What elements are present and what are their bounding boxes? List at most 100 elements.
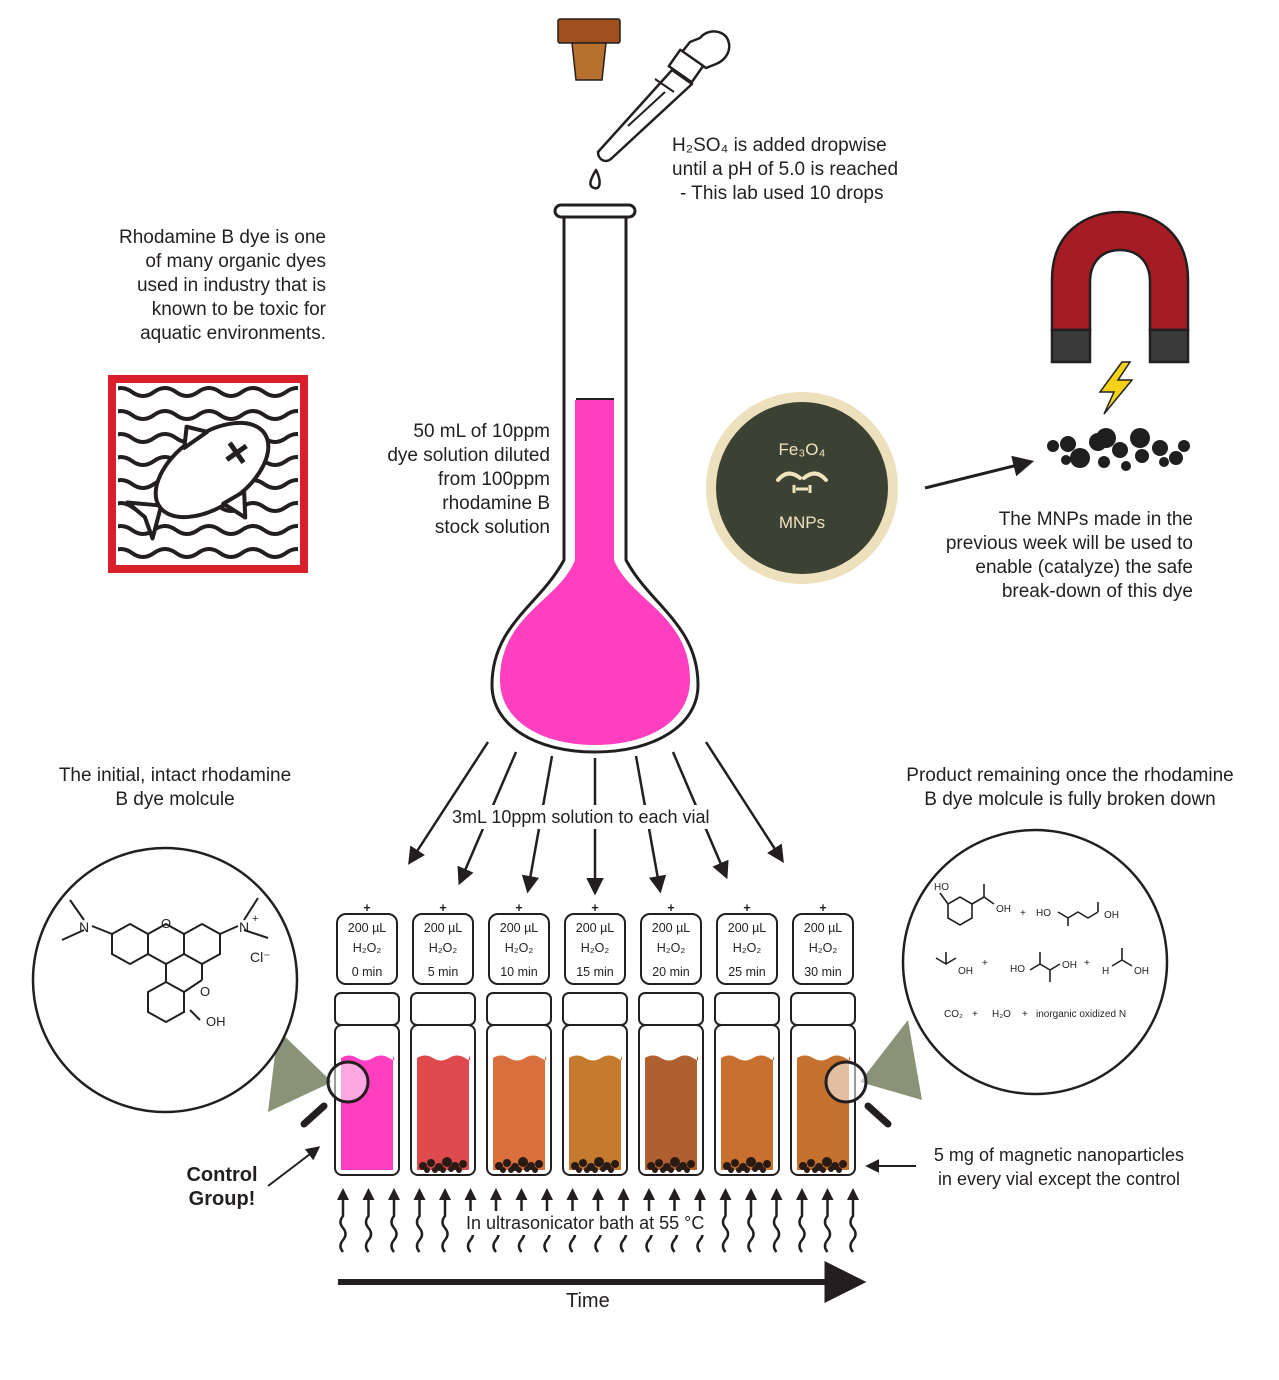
reagent-tag bbox=[792, 913, 854, 985]
vial-plus: + bbox=[667, 901, 674, 915]
reagent-tag bbox=[488, 913, 550, 985]
reagent-time: 15 min bbox=[576, 965, 614, 979]
reagent-name: H₂O₂ bbox=[429, 941, 458, 955]
reagent-time: 30 min bbox=[804, 965, 842, 979]
p4-oh: OH bbox=[1062, 960, 1077, 971]
p1-ho: HO bbox=[934, 882, 949, 893]
products-bubble: HO OH + HO OH OH + HO OH + H OH CO₂ + H₂… bbox=[860, 828, 1169, 1100]
reagent-volume: 200 µL bbox=[576, 921, 615, 935]
mnp-note-line: The MNPs made in the bbox=[998, 509, 1193, 530]
lightning-icon bbox=[1098, 361, 1134, 415]
reagent-tag bbox=[412, 913, 474, 985]
vial-nanoparticles bbox=[799, 1157, 847, 1173]
vial-plus: + bbox=[743, 901, 750, 915]
heat-arrow bbox=[337, 1188, 349, 1253]
nanoparticle-note-line: in every vial except the control bbox=[937, 1169, 1181, 1189]
p1-oh: OH bbox=[996, 904, 1011, 915]
heat-arrow bbox=[770, 1188, 783, 1253]
control-label-line: Control bbox=[186, 1164, 258, 1186]
dye-note-line: aquatic environments. bbox=[140, 323, 326, 344]
magnifier-icon bbox=[300, 1060, 370, 1128]
vial-cap bbox=[486, 992, 552, 1026]
vial-nanoparticles bbox=[723, 1157, 771, 1173]
flask-note-line: rhodamine B bbox=[442, 493, 550, 514]
products-structures bbox=[935, 884, 1133, 982]
time-label: Time bbox=[566, 1290, 610, 1312]
nanoparticle-note-line: 5 mg of magnetic nanoparticles bbox=[933, 1145, 1185, 1165]
p3-oh: OH bbox=[958, 966, 973, 977]
heat-arrows bbox=[337, 1188, 859, 1253]
mnp-label: MNPs bbox=[779, 513, 825, 532]
mnp-badge: Fe₃O₄ MNPs bbox=[706, 392, 898, 584]
product-note-line: Product remaining once the rhodamine bbox=[906, 765, 1234, 786]
plus-4: + bbox=[972, 1009, 978, 1020]
plus-3: + bbox=[1084, 958, 1090, 969]
vial-plus: + bbox=[363, 901, 370, 915]
reagent-volume: 200 µL bbox=[804, 921, 843, 935]
plus-1: + bbox=[1020, 908, 1026, 919]
nanoparticle-note: 5 mg of magnetic nanoparticles in every … bbox=[904, 1143, 1214, 1191]
o-ring-label: O bbox=[161, 916, 171, 931]
heat-arrow bbox=[719, 1188, 732, 1253]
vial-liquid bbox=[493, 1055, 547, 1170]
reagent-name: H₂O₂ bbox=[505, 941, 534, 955]
initial-note-line: B dye molcule bbox=[115, 789, 235, 810]
mnp-note: The MNPs made in the previous week will … bbox=[880, 508, 1193, 604]
heat-arrow bbox=[388, 1188, 400, 1253]
magnet-icon bbox=[1050, 210, 1190, 364]
heat-arrow bbox=[847, 1188, 859, 1253]
p5-oh: OH bbox=[1134, 966, 1149, 977]
reagent-name: H₂O₂ bbox=[657, 941, 686, 955]
vial: +200 µL H₂O₂ 15 min bbox=[562, 901, 628, 1176]
vial-cap bbox=[714, 992, 780, 1026]
acid-note-line: - This lab used 10 drops bbox=[680, 183, 884, 204]
vial-cap bbox=[638, 992, 704, 1026]
acid-o-label: O bbox=[200, 984, 210, 999]
plus-5: + bbox=[1022, 1009, 1028, 1020]
volumetric-flask bbox=[490, 203, 700, 754]
reagent-tag bbox=[336, 913, 398, 985]
acid-oh-label: OH bbox=[206, 1014, 226, 1029]
reagent-name: H₂O₂ bbox=[581, 941, 610, 955]
rhodamine-structure bbox=[61, 897, 269, 1024]
dye-note-line: used in industry that is bbox=[136, 275, 326, 296]
inorganic-label: inorganic oxidized N bbox=[1036, 1009, 1126, 1020]
dropper-icon bbox=[589, 30, 731, 190]
control-arrow bbox=[267, 1146, 321, 1187]
reagent-time: 25 min bbox=[728, 965, 766, 979]
reagent-volume: 200 µL bbox=[348, 921, 387, 935]
h2o-label: H₂O bbox=[992, 1009, 1011, 1020]
vial-cap bbox=[410, 992, 476, 1026]
plus-2: + bbox=[982, 958, 988, 969]
product-note: Product remaining once the rhodamine B d… bbox=[862, 764, 1278, 812]
n-right-label: N bbox=[239, 919, 249, 935]
dye-note-line: of many organic dyes bbox=[145, 251, 326, 272]
vial-liquid bbox=[645, 1055, 699, 1170]
flask-note-line: from 100ppm bbox=[438, 469, 550, 490]
heat-arrow bbox=[362, 1188, 375, 1253]
acid-note-line: until a pH of 5.0 is reached bbox=[672, 159, 899, 180]
vial-cap bbox=[562, 992, 628, 1026]
counter-ion-label: Cl⁻ bbox=[250, 949, 271, 965]
reagent-time: 10 min bbox=[500, 965, 538, 979]
magnifier-icon bbox=[824, 1060, 892, 1128]
vial-plus: + bbox=[515, 901, 522, 915]
distribution-label: 3mL 10ppm solution to each vial bbox=[450, 805, 712, 829]
reagent-time: 0 min bbox=[352, 965, 383, 979]
vial-plus: + bbox=[591, 901, 598, 915]
reagent-tag bbox=[640, 913, 702, 985]
bath-label: In ultrasonicator bath at 55 °C bbox=[462, 1211, 709, 1235]
vial-liquid bbox=[569, 1055, 623, 1170]
reagent-tag bbox=[564, 913, 626, 985]
flask-note: 50 mL of 10ppm dye solution diluted from… bbox=[330, 420, 550, 540]
co2-label: CO₂ bbox=[944, 1009, 963, 1020]
p2-ho: HO bbox=[1036, 908, 1051, 919]
control-label-line: Group! bbox=[188, 1188, 256, 1210]
initial-note: The initial, intact rhodamine B dye molc… bbox=[20, 764, 330, 812]
p2-oh: OH bbox=[1104, 910, 1119, 921]
p5-h: H bbox=[1102, 966, 1109, 977]
flask-note-line: 50 mL of 10ppm bbox=[413, 421, 550, 442]
